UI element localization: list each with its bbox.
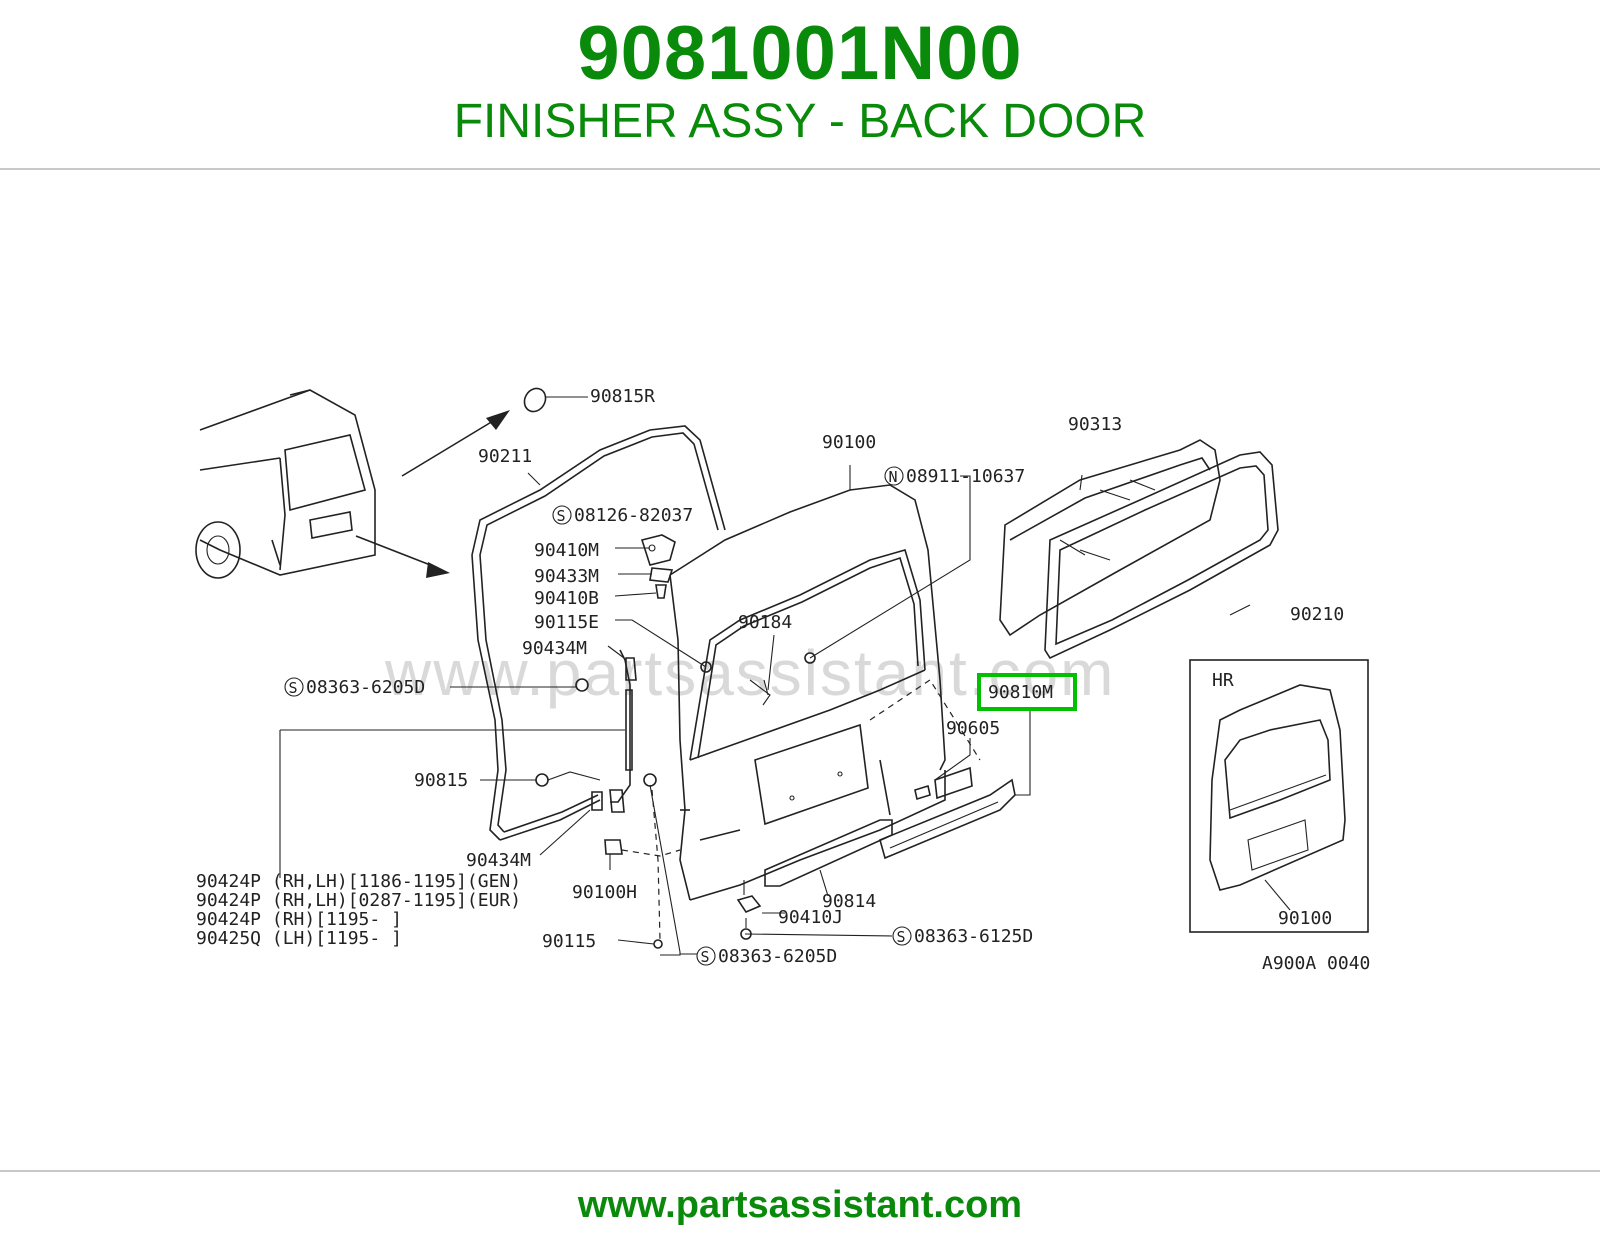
label-90433M: 90433M	[534, 566, 599, 587]
header-divider	[0, 168, 1600, 170]
back-door-90100	[669, 484, 981, 901]
circle-n: N	[889, 468, 898, 486]
note-line-1: 90424P (RH,LH)[1186-1195](GEN)	[196, 871, 521, 892]
label-90184: 90184	[738, 612, 792, 633]
footer-divider	[0, 1170, 1600, 1172]
circle-s-2: S	[289, 679, 298, 697]
note-line-4: 90425Q (LH)[1195- ]	[196, 928, 402, 949]
label-90211: 90211	[478, 446, 532, 467]
circle-s-3: S	[897, 928, 906, 946]
label-90814: 90814	[822, 891, 876, 912]
circle-s-4: S	[701, 948, 710, 966]
highlighted-part[interactable]: 90810M	[977, 673, 1077, 711]
page-header: 9081001N00 FINISHER ASSY - BACK DOOR	[0, 0, 1600, 170]
inset-title: HR	[1212, 670, 1234, 691]
label-90434M-bottom: 90434M	[466, 850, 531, 871]
van-sketch	[195, 389, 376, 579]
part-number: 9081001N00	[577, 11, 1023, 96]
fasteners-lower	[736, 880, 762, 940]
label-08363-6205D-upper: 08363-6205D	[306, 677, 425, 698]
circle-s-1: S	[557, 507, 566, 525]
inset-part-90100: 90100	[1278, 908, 1332, 929]
label-90815R: 90815R	[590, 386, 655, 407]
note-line-3: 90424P (RH)[1195- ]	[196, 909, 402, 930]
label-90100: 90100	[822, 432, 876, 453]
handle-90605	[914, 766, 973, 801]
label-90410B: 90410B	[534, 588, 599, 609]
footer-url[interactable]: www.partsassistant.com	[577, 1184, 1023, 1226]
finisher-90810M	[879, 778, 1016, 860]
label-90100H: 90100H	[572, 882, 637, 903]
part-description: FINISHER ASSY - BACK DOOR	[453, 95, 1147, 148]
label-90605: 90605	[946, 718, 1000, 739]
note-line-2: 90424P (RH,LH)[0287-1195](EUR)	[196, 890, 521, 911]
label-08911-10637: 08911-10637	[906, 466, 1025, 487]
rear-glass-90313	[999, 439, 1221, 637]
label-90313: 90313	[1068, 414, 1122, 435]
label-08126-82037: 08126-82037	[574, 505, 693, 526]
parts-diagram-svg: www.partsassistant.com	[195, 386, 1370, 974]
drawing-code: A900A 0040	[1262, 953, 1370, 974]
leader-lines	[279, 387, 1251, 956]
label-90115: 90115	[542, 931, 596, 952]
label-90434M-top: 90434M	[522, 638, 587, 659]
circled-symbols: N S S S S	[284, 466, 912, 966]
label-90410J: 90410J	[778, 907, 843, 928]
label-90815: 90815	[414, 770, 468, 791]
direction-arrows	[355, 410, 510, 578]
label-08363-6125D: 08363-6125D	[914, 926, 1033, 947]
label-90410M: 90410M	[534, 540, 599, 561]
label-08363-6205D-lower: 08363-6205D	[718, 946, 837, 967]
label-90810M[interactable]: 90810M	[988, 682, 1053, 703]
parts-diagram: www.partsassistant.com	[180, 340, 1420, 1010]
finisher-90814	[764, 819, 893, 887]
label-90210: 90210	[1290, 604, 1344, 625]
weatherstrip-90211	[471, 425, 726, 841]
inset-hr: HR 90100	[1189, 659, 1369, 933]
glass-seal-90210	[1044, 451, 1279, 660]
label-90115E: 90115E	[534, 612, 599, 633]
